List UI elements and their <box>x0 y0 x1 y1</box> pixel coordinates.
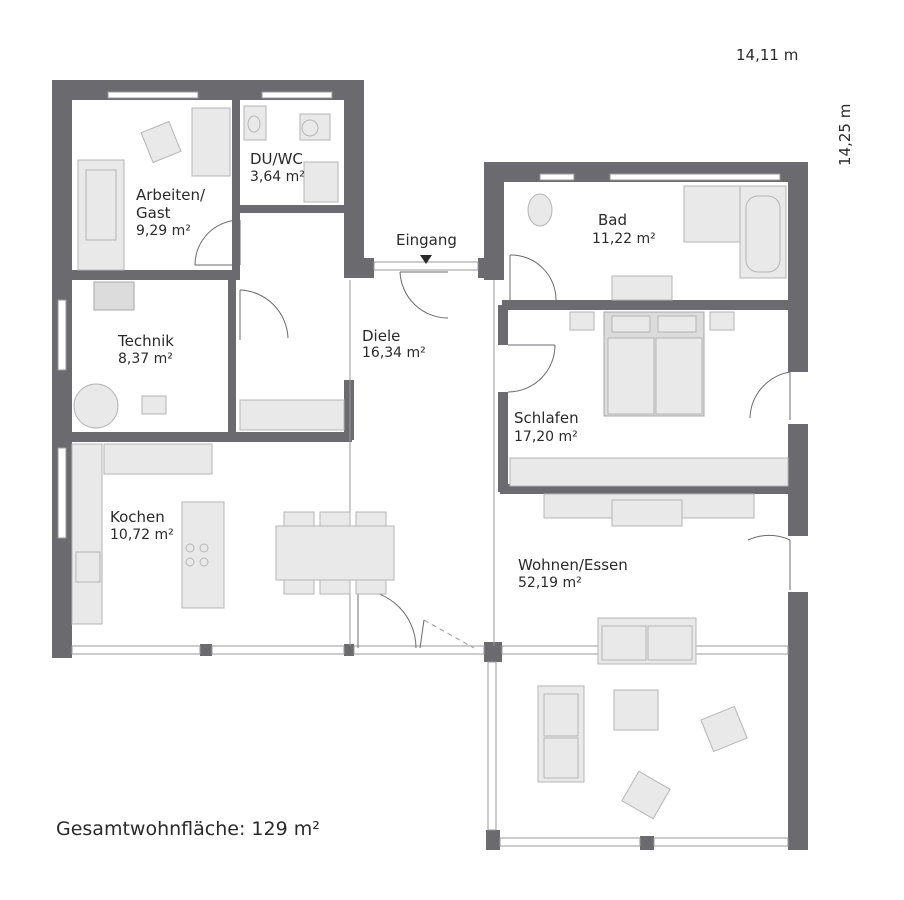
width-dimension: 14,11 m <box>736 46 799 64</box>
room-area-kochen: 10,72 m² <box>110 527 174 543</box>
doors <box>194 219 791 649</box>
room-name-wohnen: Wohnen/Essen <box>518 556 628 574</box>
room-area-diele: 16,34 m² <box>362 345 426 361</box>
total-living-area: Gesamtwohnfläche: 129 m² <box>56 818 320 840</box>
room-name-duwc: DU/WC <box>250 150 303 168</box>
room-name-schlafen: Schlafen <box>514 409 579 427</box>
room-name-technik: Technik <box>118 332 174 350</box>
room-name-diele: Diele <box>362 327 401 345</box>
room-area-bad: 11,22 m² <box>592 231 656 247</box>
room-name-bad: Bad <box>598 211 628 229</box>
furniture <box>71 105 789 820</box>
room-area-technik: 8,37 m² <box>118 351 173 367</box>
room-name-arbeiten: Arbeiten/ Gast <box>136 186 206 222</box>
room-area-schlafen: 17,20 m² <box>514 429 578 445</box>
depth-dimension: 14,25 m <box>836 103 854 166</box>
room-area-wohnen: 52,19 m² <box>518 575 582 591</box>
room-name-kochen: Kochen <box>110 508 165 526</box>
entrance-label: Eingang <box>396 231 457 249</box>
room-area-duwc: 3,64 m² <box>250 169 305 185</box>
room-area-arbeiten: 9,29 m² <box>136 223 191 239</box>
